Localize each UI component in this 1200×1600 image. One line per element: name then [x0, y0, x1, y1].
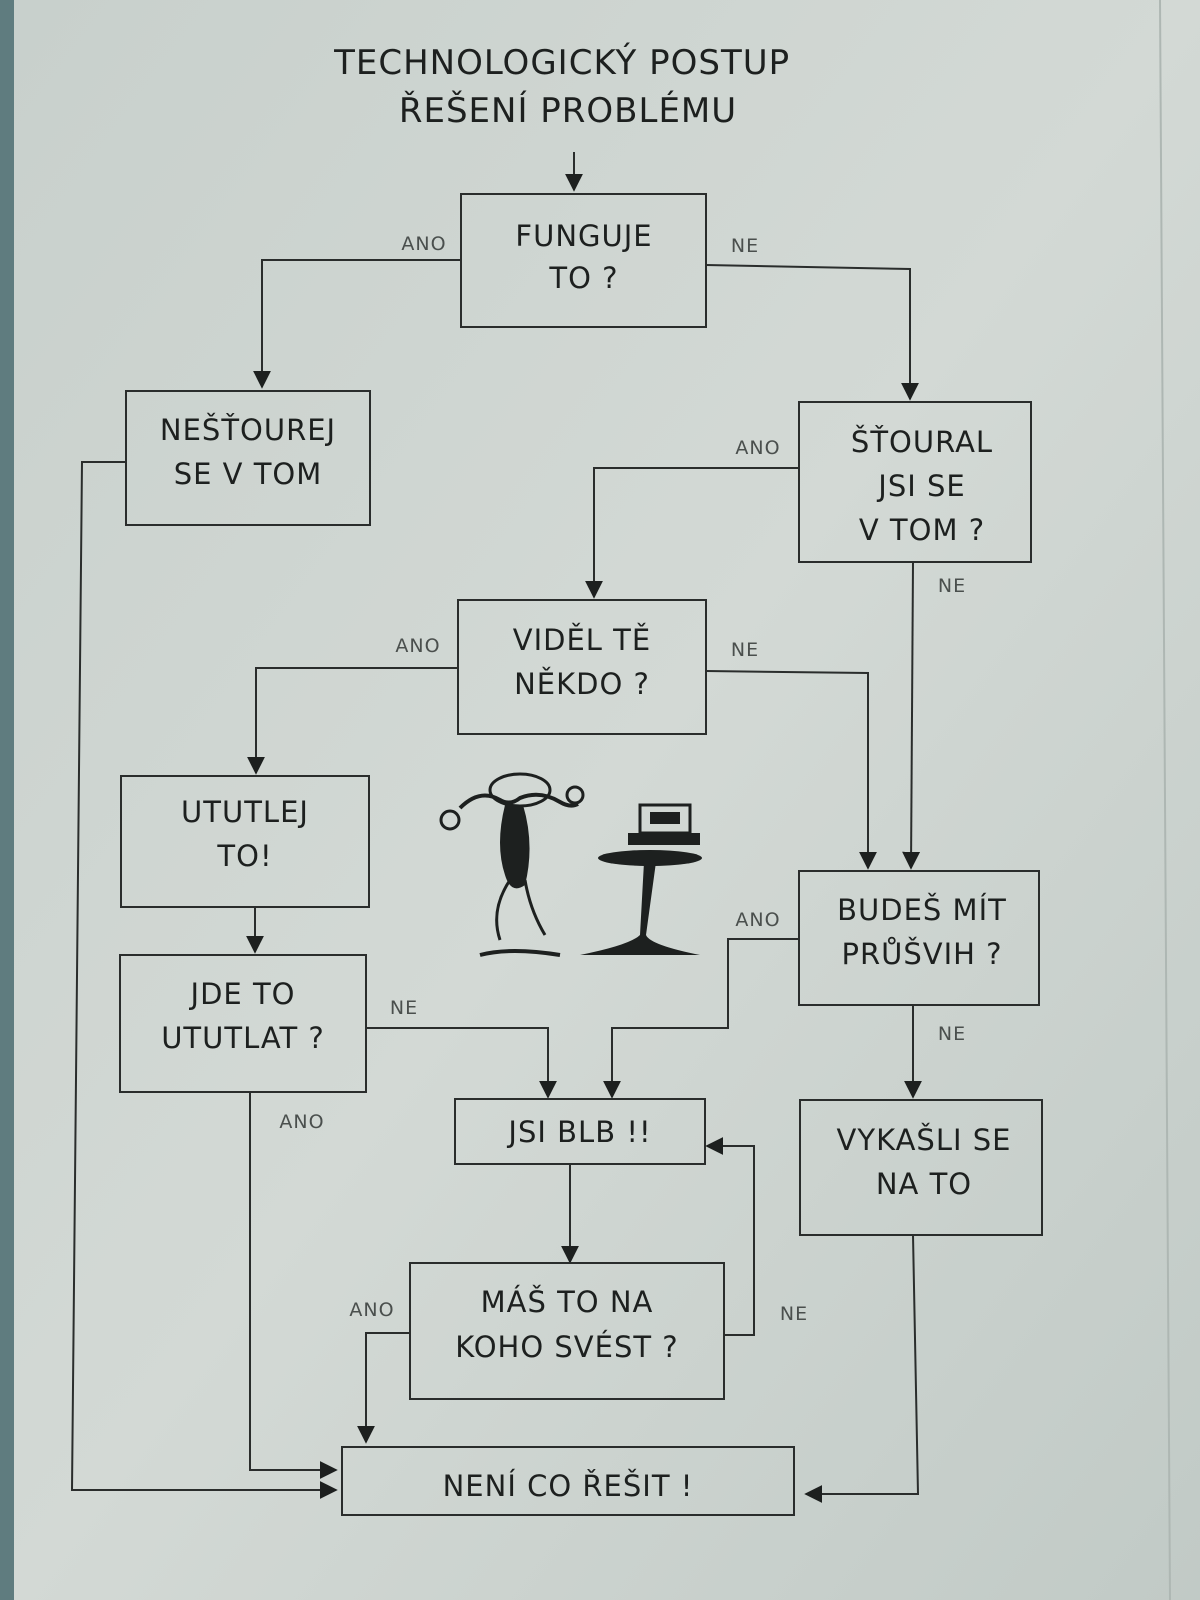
label-ne: NE — [938, 575, 966, 597]
label-ne: NE — [780, 1303, 808, 1325]
label-ne: NE — [731, 639, 759, 661]
label-ano: ANO — [279, 1111, 324, 1133]
cartoon-bird-illustration — [439, 772, 585, 957]
edges — [70, 152, 922, 1503]
label-ano: ANO — [735, 437, 780, 459]
diagram-title: TECHNOLOGICKÝ POSTUP ŘEŠENÍ PROBLÉMU — [333, 42, 802, 131]
label-ano: ANO — [395, 635, 440, 657]
label-ne: NE — [390, 997, 418, 1019]
edge-labels: ANO NE ANO NE ANO NE ANO NE NE ANO ANO N… — [279, 233, 966, 1325]
label-ano: ANO — [349, 1299, 394, 1321]
paper-sheet — [14, 0, 1200, 1600]
svg-text:JSI BLB !!: JSI BLB !! — [506, 1115, 651, 1149]
label-ano: ANO — [401, 233, 446, 255]
box-neni-co-resit: NENÍ CO ŘEŠIT ! — [341, 1446, 795, 1516]
svg-text:NENÍ CO ŘEŠIT !: NENÍ CO ŘEŠIT ! — [443, 1469, 694, 1503]
computer-on-table-illustration — [580, 803, 702, 955]
label-ano: ANO — [735, 909, 780, 931]
box-jsi-blb: JSI BLB !! — [454, 1098, 706, 1165]
label-ne: NE — [731, 235, 759, 257]
label-ne: NE — [938, 1023, 966, 1045]
